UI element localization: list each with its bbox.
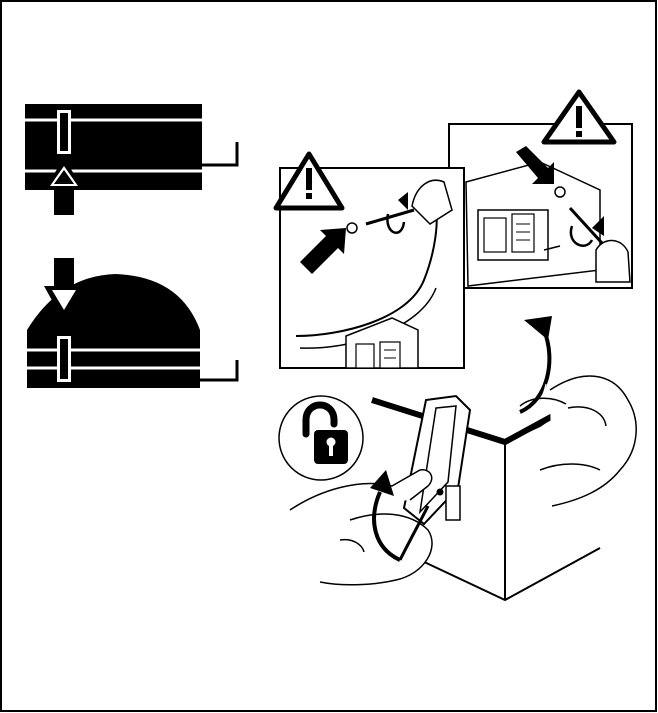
warning-detail-left [276, 154, 464, 368]
padlock-open-icon [279, 396, 363, 480]
